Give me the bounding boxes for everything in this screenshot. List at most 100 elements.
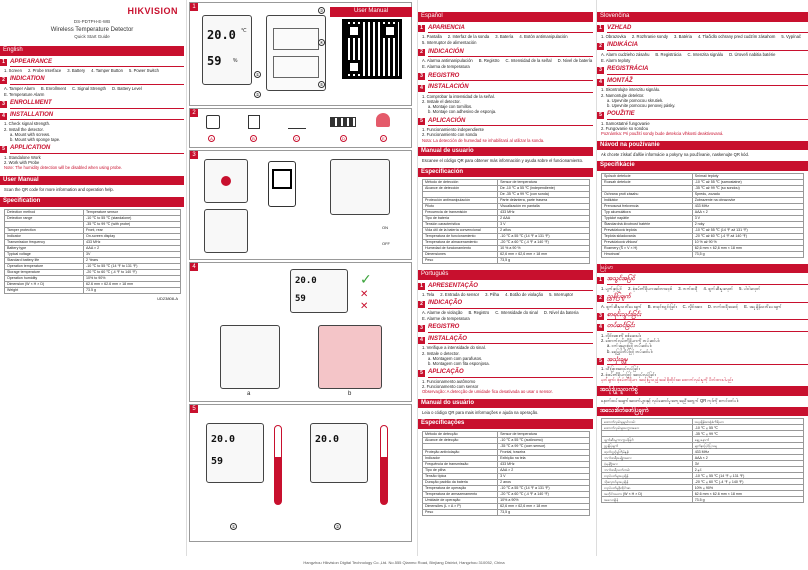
application-item: 1. Standalone Work [4, 154, 41, 160]
indication-label-e: E [380, 135, 387, 142]
indication-label-a: A [208, 135, 215, 142]
indication-list: A. ဖျက်ဆီးမှုသတိပေးချက်B. စာရင်းသွင်းခြင… [601, 303, 782, 309]
model-number: DS-PDTPH-E-WB [73, 19, 111, 25]
installation-substep: a. Montaje con tornillos. [428, 104, 473, 109]
figure-panel-appearance: 1 20.0 ℃ 59 % ① ② ③ ④ ⑤ User Manual [189, 2, 412, 106]
qr-code-icon [340, 17, 404, 81]
installation-step: 2. Instale o detector. [422, 350, 460, 356]
spec-value: 73.5 g [691, 496, 804, 504]
user-manual-text: Scan the QR code for more information an… [4, 187, 114, 192]
mount-label-a: a [247, 391, 251, 397]
humidity-readout: 59 [211, 456, 224, 467]
device-standalone: 20.0 59 [206, 423, 264, 483]
user-manual-heading: Návod na používanie [597, 140, 808, 150]
callout-4: ④ [318, 39, 325, 46]
guide-title: Quick Start Guide [74, 34, 110, 40]
application-item: 2. Funcionamiento con sonda [422, 132, 477, 138]
installation-substep: a. ဝက်အူများဖြင့် တပ်ဆင်ပါ။ [607, 343, 652, 349]
tamper-icon [206, 115, 220, 129]
battery-level-icon [330, 117, 356, 127]
switch-off-label: OFF [382, 241, 390, 246]
user-manual-text: Ak chcete získať ďalšie informácie a pok… [601, 152, 749, 157]
language-header: Slovenčina [597, 12, 808, 22]
language-header: Español [418, 12, 593, 22]
spec-key: Peso [421, 257, 499, 264]
application-note: Nota: La detección de humedad se inhabil… [422, 137, 545, 143]
callout-5: ⑤ [318, 81, 325, 88]
screw-mount-illustration [220, 325, 280, 389]
user-manual-label: User Manual [330, 7, 412, 17]
battery-compartment [273, 56, 319, 78]
device-back [266, 15, 326, 91]
product-name: Wireless Temperature Detector [50, 26, 134, 33]
application-note: Observação: A detecção de umidade fica d… [422, 389, 553, 395]
installation-step: 2. Instale el detector. [422, 98, 461, 104]
temp-unit: ℃ [241, 28, 247, 34]
figure-panel-installation: 4 20.0 59 ✓ ✕ ✕ a b [189, 262, 412, 402]
cross-mark-icon: ✕ [360, 301, 369, 312]
installation-step: 1. လှိုင်းအားကို စစ်ဆေးပါ။ [601, 332, 642, 338]
switch-on-label: ON [382, 225, 388, 230]
installation-substep: b. Upevnite pomocou penovej pásky. [607, 103, 676, 108]
indication-label-b: B [250, 135, 257, 142]
check-mark-icon: ✓ [360, 271, 372, 287]
tape-mount-illustration [318, 325, 382, 389]
humidity-unit: % [233, 58, 238, 64]
installation-substep: a. Mount with screws. [10, 131, 51, 137]
temp-readout: 20.0 [211, 434, 236, 445]
indication-label-d: D [340, 135, 347, 142]
application-item: 1. Funcionamiento independiente [422, 127, 484, 132]
installation-step: 2. Install the detector. [4, 126, 44, 132]
figure-panel-indication: 2 A B C D E [189, 108, 412, 148]
application-callout-1: ① [230, 523, 237, 530]
company-address-footer: Hangzhou Hikvision Digital Technology Co… [303, 560, 505, 565]
spec-key: အလေးချိန် [601, 496, 693, 504]
language-header: Português [418, 270, 593, 280]
application-item: 1. သီးခြားအလုပ်လုပ်ခြင်း [601, 366, 640, 372]
spec-key: Hmotnosť [601, 250, 693, 258]
panel-number: 4 [190, 263, 198, 271]
installation-substep: a. Upevnite pomocou skrutiek. [607, 97, 664, 103]
english-column: HIKVISION DS-PDTPH-E-WB Wireless Tempera… [0, 0, 184, 556]
application-item: 1. Funcionamento autônomo [422, 378, 476, 384]
signal-strength-icon [288, 117, 306, 129]
user-manual-heading: Manual de usuario [418, 146, 593, 157]
mount-label-b: b [348, 391, 352, 397]
device-with-probe: 20.0 [310, 423, 368, 483]
spec-value: 73,5 g [497, 508, 590, 516]
humidity-readout: 59 [207, 54, 222, 68]
installation-step: 1. Comprobar la intensidad de la señal. [422, 93, 495, 99]
panel-number: 1 [190, 3, 198, 11]
application-note: Poznámka: Pri použití sondy bude detekci… [601, 131, 724, 137]
temp-readout: 20.0 [295, 276, 317, 286]
user-manual-text: Escanee el código QR para obtener más in… [422, 158, 584, 164]
spec-heading: Especificações [418, 419, 593, 429]
temp-readout: 20.0 [315, 434, 340, 445]
figure-panel-enrollment: 3 ON OFF [189, 150, 412, 260]
installation-step: 2. ထောက်လှမ်းကိရိယာကို တပ်ဆင်ပါ။ [601, 338, 660, 343]
installation-substep: b. Montaje con adhesivo de esponja. [428, 109, 497, 115]
